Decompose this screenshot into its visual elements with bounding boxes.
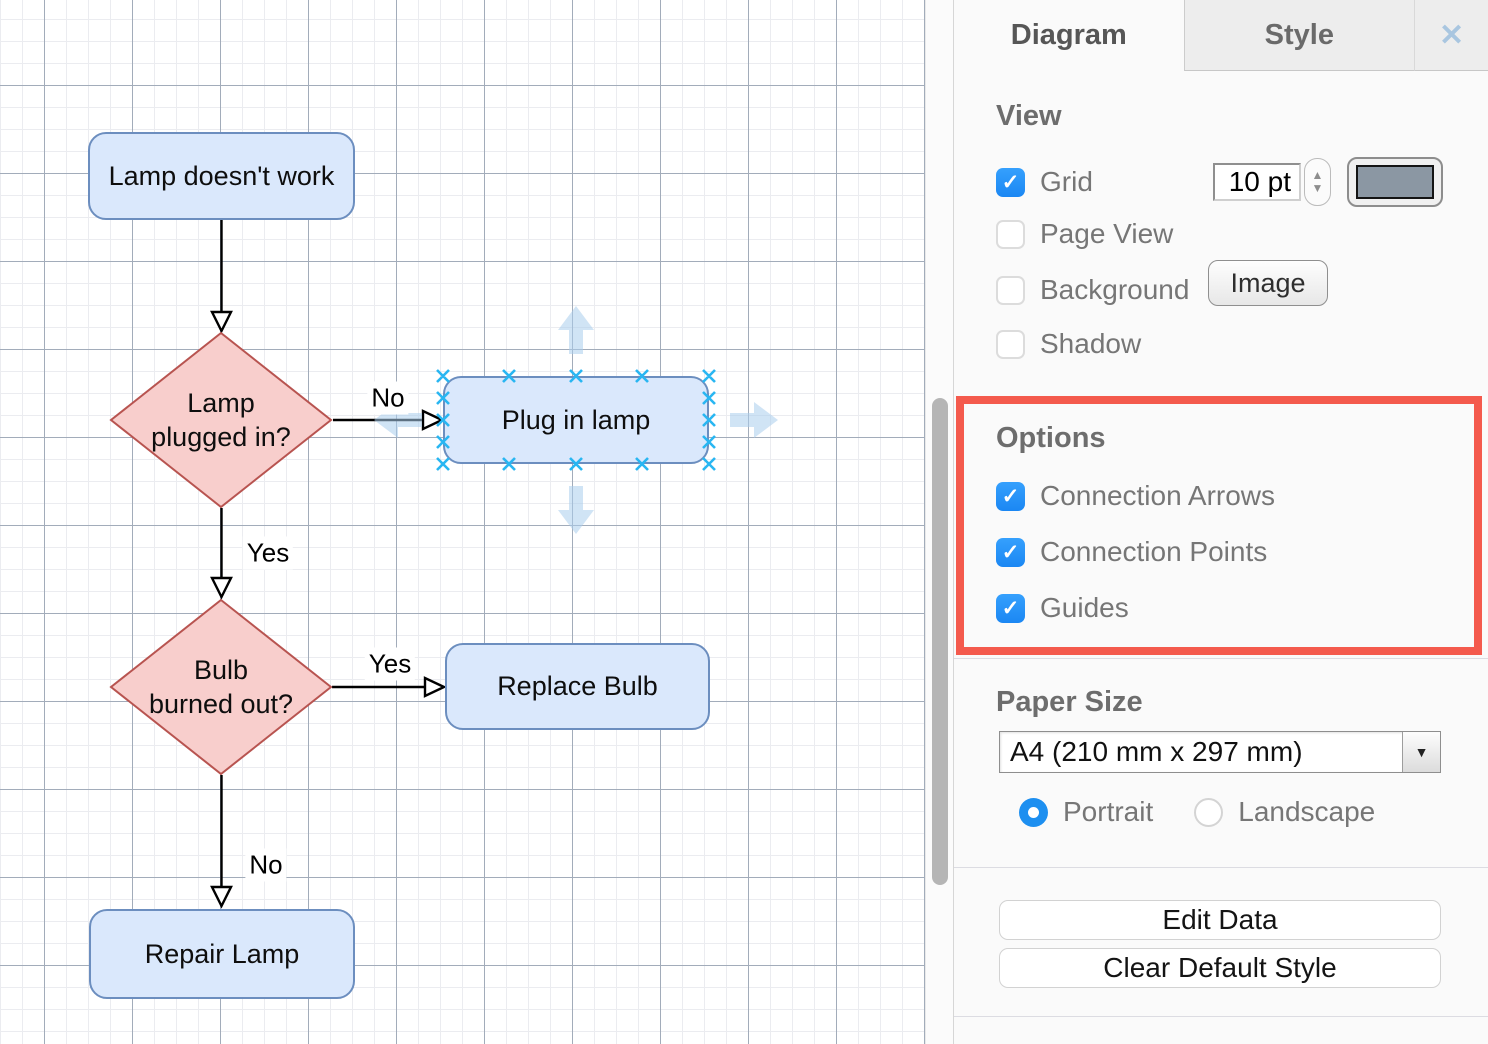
background-image-button[interactable]: Image bbox=[1208, 260, 1328, 306]
divider bbox=[954, 658, 1488, 659]
connection-arrows-label: Connection Arrows bbox=[1040, 480, 1276, 511]
landscape-label: Landscape bbox=[1238, 796, 1376, 827]
page-view-checkbox[interactable] bbox=[996, 219, 1025, 249]
direction-arrow-down-icon bbox=[558, 486, 594, 534]
background-label: Background bbox=[1040, 274, 1190, 305]
grid-color-swatch bbox=[1356, 165, 1434, 199]
diagram-canvas[interactable]: Lamp doesn't work Lamp plugged in? Plug … bbox=[0, 0, 925, 1044]
paper-size-value: A4 (210 mm x 297 mm) bbox=[1010, 736, 1303, 767]
paper-size-heading: Paper Size bbox=[996, 686, 1143, 718]
direction-arrow-up-icon bbox=[558, 306, 594, 354]
edge-no-repair[interactable] bbox=[210, 775, 233, 909]
options-heading: Options bbox=[996, 422, 1106, 454]
divider bbox=[954, 867, 1488, 868]
edge-yes-replace[interactable] bbox=[332, 676, 447, 698]
stepper-up-icon: ▲ bbox=[1311, 168, 1324, 182]
portrait-label: Portrait bbox=[1063, 796, 1154, 827]
clear-default-style-button[interactable]: Clear Default Style bbox=[999, 948, 1441, 988]
tab-style[interactable]: Style bbox=[1183, 0, 1415, 71]
connection-arrows-row: ✓ Connection Arrows bbox=[996, 480, 1443, 512]
guides-row: ✓ Guides bbox=[996, 592, 1443, 624]
paper-size-select[interactable]: A4 (210 mm x 297 mm) ▼ bbox=[999, 731, 1441, 773]
edge-label-no[interactable]: No bbox=[367, 381, 409, 415]
view-heading: View bbox=[996, 100, 1062, 132]
diamond-shape bbox=[109, 332, 333, 508]
format-panel: Diagram Style ✕ View ✓ Grid ▲ ▼ Page Vie… bbox=[953, 0, 1488, 1044]
close-icon: ✕ bbox=[1438, 18, 1465, 52]
diamond-shape bbox=[109, 599, 333, 775]
guides-label: Guides bbox=[1040, 592, 1129, 623]
grid-label: Grid bbox=[1040, 166, 1093, 197]
grid-checkbox[interactable]: ✓ bbox=[996, 167, 1025, 197]
edit-data-button[interactable]: Edit Data bbox=[999, 900, 1441, 940]
edge-label-yes[interactable]: Yes bbox=[242, 536, 294, 570]
background-checkbox[interactable] bbox=[996, 275, 1025, 305]
grid-size-input[interactable] bbox=[1213, 163, 1301, 201]
portrait-radio[interactable] bbox=[1019, 797, 1048, 827]
selection-overlay bbox=[374, 306, 778, 534]
check-icon: ✓ bbox=[1001, 484, 1020, 508]
connection-arrows-checkbox[interactable]: ✓ bbox=[996, 481, 1025, 511]
check-icon: ✓ bbox=[1001, 540, 1020, 564]
grid-row: ✓ Grid ▲ ▼ bbox=[996, 157, 1443, 207]
orientation-row: Portrait Landscape bbox=[996, 795, 1443, 829]
landscape-radio[interactable] bbox=[1194, 797, 1224, 827]
node-bulb-burned-out[interactable]: Bulb burned out? bbox=[109, 599, 333, 775]
shadow-checkbox[interactable] bbox=[996, 329, 1025, 359]
edge-label-no[interactable]: No bbox=[245, 848, 287, 882]
background-row: Background Image bbox=[996, 260, 1443, 312]
connection-points-label: Connection Points bbox=[1040, 536, 1268, 567]
edges-layer bbox=[210, 220, 447, 909]
node-repair-lamp[interactable]: Repair Lamp bbox=[89, 909, 355, 999]
page-view-label: Page View bbox=[1040, 218, 1174, 249]
edge-start-decision1[interactable] bbox=[210, 220, 233, 334]
tab-diagram[interactable]: Diagram bbox=[954, 0, 1184, 71]
shadow-row: Shadow bbox=[996, 328, 1443, 360]
check-icon: ✓ bbox=[1001, 170, 1020, 194]
guides-checkbox[interactable]: ✓ bbox=[996, 593, 1025, 623]
diamond-label: Bulb burned out? bbox=[148, 655, 294, 719]
connection-points-row: ✓ Connection Points bbox=[996, 536, 1443, 568]
edge-label-yes[interactable]: Yes bbox=[364, 647, 416, 681]
connection-points-checkbox[interactable]: ✓ bbox=[996, 537, 1025, 567]
chevron-down-icon: ▼ bbox=[1402, 732, 1440, 772]
node-lamp-doesnt-work[interactable]: Lamp doesn't work bbox=[88, 132, 355, 220]
edge-yes-decision2[interactable] bbox=[210, 508, 233, 600]
check-icon: ✓ bbox=[1001, 596, 1020, 620]
grid-color-button[interactable] bbox=[1347, 157, 1443, 207]
direction-arrow-right-icon bbox=[730, 402, 778, 438]
stepper-down-icon: ▼ bbox=[1311, 181, 1324, 195]
node-lamp-plugged-in[interactable]: Lamp plugged in? bbox=[109, 332, 333, 508]
divider bbox=[954, 1016, 1488, 1017]
direction-arrows[interactable] bbox=[374, 306, 778, 534]
panel-tab-bar: Diagram Style ✕ bbox=[954, 0, 1488, 71]
grid-size-stepper[interactable]: ▲ ▼ bbox=[1304, 158, 1331, 206]
close-panel-button[interactable]: ✕ bbox=[1414, 0, 1488, 71]
node-replace-bulb[interactable]: Replace Bulb bbox=[445, 643, 710, 730]
diamond-label: Lamp plugged in? bbox=[151, 388, 291, 452]
shadow-label: Shadow bbox=[1040, 328, 1142, 359]
page-view-row: Page View bbox=[996, 218, 1443, 250]
vertical-scrollbar[interactable] bbox=[932, 398, 948, 885]
connection-points[interactable] bbox=[436, 369, 716, 471]
